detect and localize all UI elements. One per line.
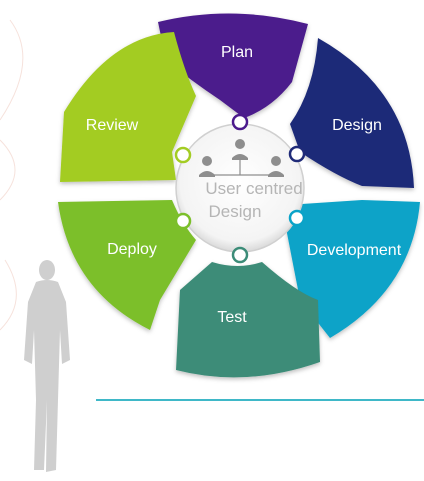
center-hub: User centred Design	[175, 123, 305, 253]
center-label-line2: Design	[209, 202, 262, 221]
connector-dot-review	[174, 146, 192, 164]
segment-design[interactable]	[290, 38, 414, 188]
person-silhouette	[24, 260, 70, 472]
segment-label-deploy: Deploy	[107, 241, 157, 258]
segment-plan[interactable]	[158, 13, 308, 118]
segment-test[interactable]	[176, 262, 320, 378]
segment-label-development: Development	[307, 242, 402, 259]
segment-development[interactable]	[286, 200, 420, 338]
segment-labels: Plan Design Development Test Deploy Revi…	[86, 44, 402, 326]
segment-review[interactable]	[60, 32, 196, 182]
connector-dot-deploy	[174, 212, 192, 230]
connector-dots	[174, 113, 306, 264]
team-icon	[199, 139, 284, 177]
segment-label-plan: Plan	[221, 44, 253, 61]
segment-label-design: Design	[332, 117, 382, 134]
connector-dot-test	[231, 246, 249, 264]
background-decoration	[0, 19, 24, 331]
segments	[58, 13, 420, 378]
segment-label-test: Test	[217, 309, 247, 326]
segment-label-review: Review	[86, 117, 139, 134]
center-label-line1: User centred	[205, 179, 302, 198]
connector-dot-design	[288, 145, 306, 163]
connector-dot-plan	[231, 113, 249, 131]
connector-dot-development	[288, 209, 306, 227]
segment-deploy[interactable]	[58, 200, 196, 330]
